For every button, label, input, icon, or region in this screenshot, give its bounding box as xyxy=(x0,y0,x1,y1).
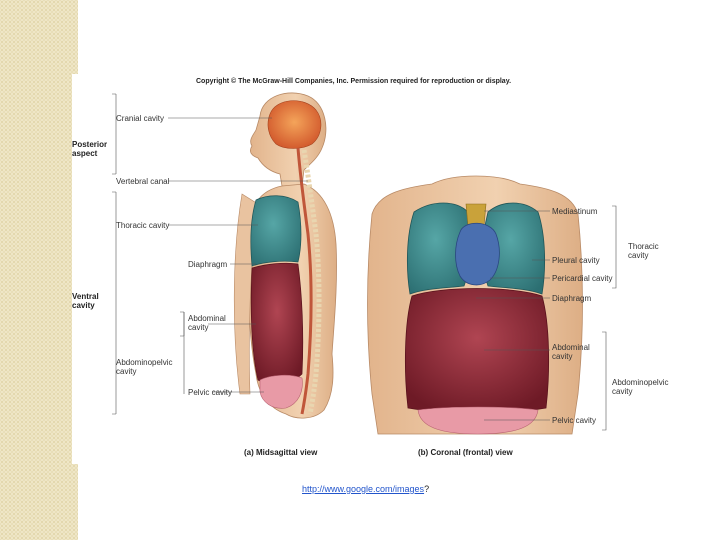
right-leader-lines xyxy=(476,205,617,431)
anatomy-illustration xyxy=(112,92,617,435)
label-thoracic-cavity: Thoracic cavity xyxy=(116,221,170,230)
label-diaphragm: Diaphragm xyxy=(188,260,228,269)
label-pelvic-cavity-right: Pelvic cavity xyxy=(552,416,597,425)
source-suffix: ? xyxy=(424,484,430,494)
source-line: http://www.google.com/images? xyxy=(302,484,429,494)
label-pelvic-cavity: Pelvic cavity xyxy=(188,388,233,397)
label-abdominopelvic-cavity-right: Abdominopelvic cavity xyxy=(612,378,669,396)
decorative-side-strip xyxy=(0,0,78,540)
caption-midsagittal: (a) Midsagittal view xyxy=(244,448,318,457)
label-abdominal-cavity-right: Abdominal cavity xyxy=(552,343,590,361)
label-abdominal-cavity: Abdominal cavity xyxy=(188,314,226,332)
caption-coronal: (b) Coronal (frontal) view xyxy=(418,448,513,457)
label-vertebral-canal: Vertebral canal xyxy=(116,177,170,186)
midsagittal-body xyxy=(233,92,337,419)
label-cranial-cavity: Cranial cavity xyxy=(116,114,165,123)
label-ventral-cavity: Ventral cavity xyxy=(72,292,99,310)
left-leader-lines xyxy=(112,93,308,415)
label-mediastinum: Mediastinum xyxy=(552,207,598,216)
label-diaphragm-right: Diaphragm xyxy=(552,294,592,303)
label-posterior-aspect: Posterior aspect xyxy=(72,140,108,158)
copyright-notice: Copyright © The McGraw-Hill Companies, I… xyxy=(196,78,512,85)
label-abdominopelvic-cavity: Abdominopelvic cavity xyxy=(116,358,173,376)
source-link[interactable]: http://www.google.com/images xyxy=(302,484,425,494)
label-pericardial-cavity: Pericardial cavity xyxy=(552,274,613,283)
coronal-body xyxy=(367,175,583,435)
label-pleural-cavity: Pleural cavity xyxy=(552,256,600,265)
label-thoracic-cavity-right: Thoracic cavity xyxy=(628,242,659,260)
body-cavities-figure: Copyright © The McGraw-Hill Companies, I… xyxy=(72,74,712,464)
